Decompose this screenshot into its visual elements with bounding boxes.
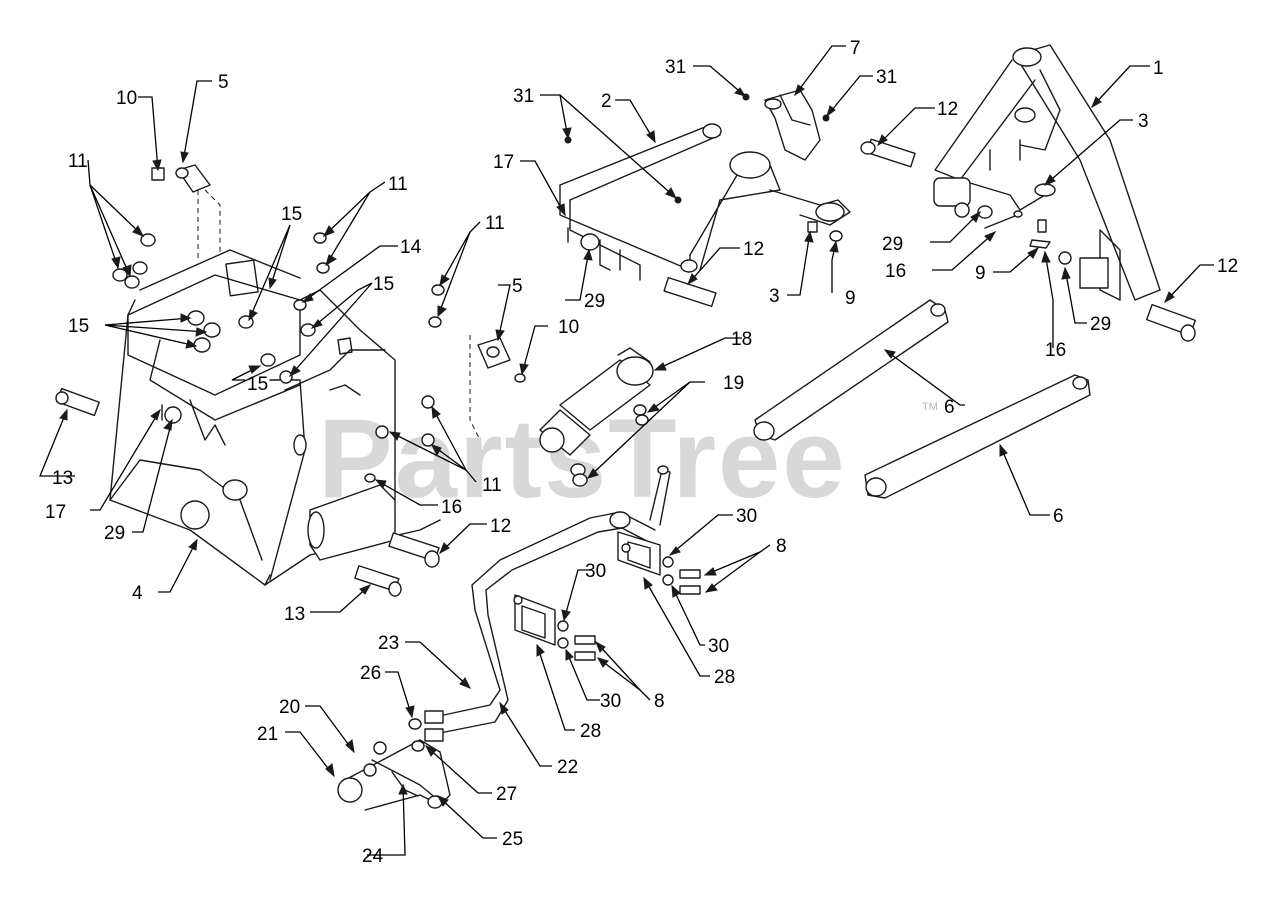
callout-label: 5 [512, 276, 523, 297]
callout-label: 17 [45, 502, 66, 523]
callout-label: 1 [1153, 58, 1164, 79]
callout-label: 31 [513, 86, 534, 107]
callout-label: 30 [736, 506, 757, 527]
callout-label: 30 [585, 561, 606, 582]
callout-labels: 1 3 12 29 16 9 29 16 12 7 31 31 31 2 17 … [45, 38, 1238, 867]
part-20-valve-assembly [337, 718, 451, 811]
callout-label: 14 [400, 237, 422, 258]
callout-label: 15 [247, 374, 268, 395]
callout-label: 21 [257, 724, 278, 745]
part-6-link-lower [864, 374, 1091, 499]
callout-label: 13 [284, 604, 305, 625]
callout-label: 16 [441, 497, 462, 518]
part-2-arm-frame [559, 123, 851, 308]
part-7-bracket [742, 89, 830, 161]
part-5-bracket-right [469, 335, 526, 441]
callout-label: 5 [218, 72, 229, 93]
part-1-hardware [860, 138, 1197, 342]
callout-label: 12 [490, 516, 511, 537]
callout-label: 12 [1217, 256, 1238, 277]
callout-label: 16 [885, 261, 906, 282]
callout-label: 9 [845, 288, 856, 309]
callout-label: 10 [116, 88, 137, 109]
part-4-mount-plate [109, 249, 441, 586]
callout-label: 11 [388, 174, 408, 195]
callout-label: 12 [743, 239, 764, 260]
callout-label: 25 [502, 829, 523, 850]
part-6-link-upper [753, 299, 949, 441]
callout-label: 28 [714, 667, 735, 688]
callout-label: 12 [937, 99, 958, 120]
callout-label: 29 [584, 291, 605, 312]
part-1-lift-frame [934, 44, 1161, 301]
callout-label: 15 [373, 274, 394, 295]
callout-label: 19 [723, 373, 744, 394]
callout-label: 31 [876, 67, 897, 88]
callout-label: 28 [580, 721, 601, 742]
callout-label: 29 [882, 234, 903, 255]
callout-label: 17 [493, 152, 514, 173]
callout-label: 31 [665, 57, 686, 78]
callout-label: 11 [482, 475, 502, 496]
callout-label: 30 [708, 636, 729, 657]
watermark-trademark: TM [922, 401, 938, 413]
callout-label: 8 [776, 536, 787, 557]
callout-label: 6 [944, 397, 955, 418]
callout-label: 15 [281, 204, 302, 225]
callout-label: 7 [850, 38, 861, 59]
callout-label: 15 [68, 316, 89, 337]
callout-label: 18 [731, 329, 752, 350]
callout-label: 26 [360, 663, 381, 684]
part-28-clamp-lower [513, 594, 596, 661]
leader-lines [39, 45, 1214, 856]
callout-label: 10 [558, 317, 579, 338]
part-28-clamp-upper [617, 531, 701, 595]
callout-label: 30 [600, 691, 621, 712]
callout-label: 22 [557, 757, 578, 778]
callout-label: 4 [132, 583, 143, 604]
callout-label: 24 [362, 846, 384, 867]
callout-label: 29 [104, 523, 125, 544]
callout-label: 3 [1138, 111, 1149, 132]
callout-label: 13 [52, 468, 73, 489]
callout-label: 6 [1053, 506, 1064, 527]
part-5-bracket-left [151, 164, 221, 262]
callout-label: 3 [769, 286, 780, 307]
part-4-hardware [55, 232, 445, 597]
callout-label: 9 [975, 263, 986, 284]
callout-label: 2 [601, 91, 612, 112]
callout-label: 8 [654, 691, 665, 712]
part-18-cylinder [539, 347, 654, 487]
callout-label: 23 [378, 633, 399, 654]
callout-label: 16 [1045, 340, 1066, 361]
callout-label: 29 [1090, 314, 1111, 335]
callout-label: 27 [496, 784, 517, 805]
part-22-hose [424, 465, 671, 742]
callout-label: 20 [279, 697, 300, 718]
callout-label: 11 [485, 213, 505, 234]
callout-label: 11 [68, 151, 88, 172]
